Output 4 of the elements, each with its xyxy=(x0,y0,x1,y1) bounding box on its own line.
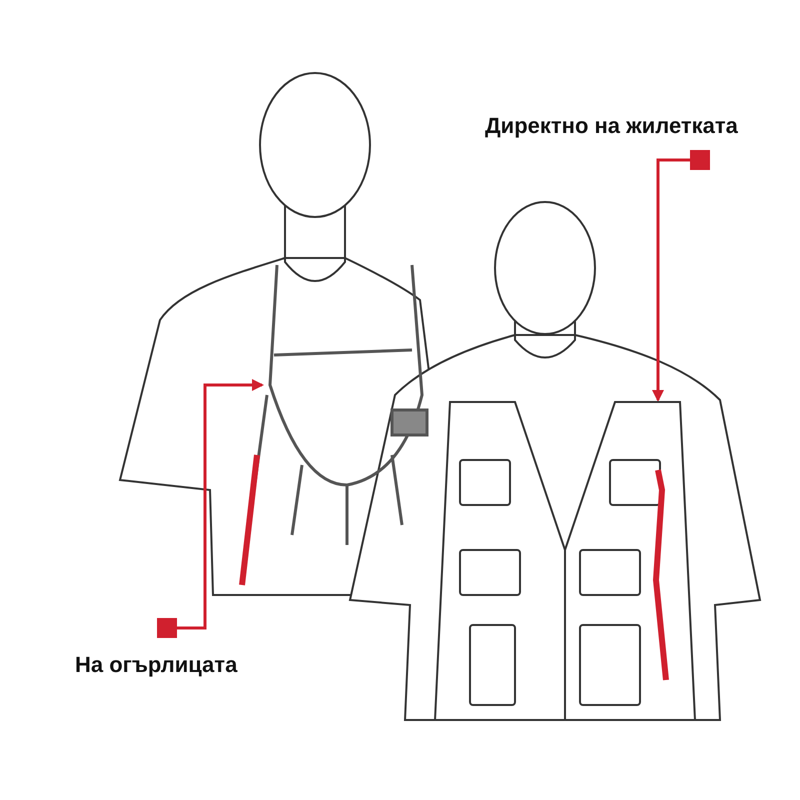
callout-text: На огърлицата xyxy=(75,652,238,678)
leader-line xyxy=(157,379,264,638)
leader-line xyxy=(652,150,710,402)
callout-text: Директно на жилетката xyxy=(485,113,738,139)
